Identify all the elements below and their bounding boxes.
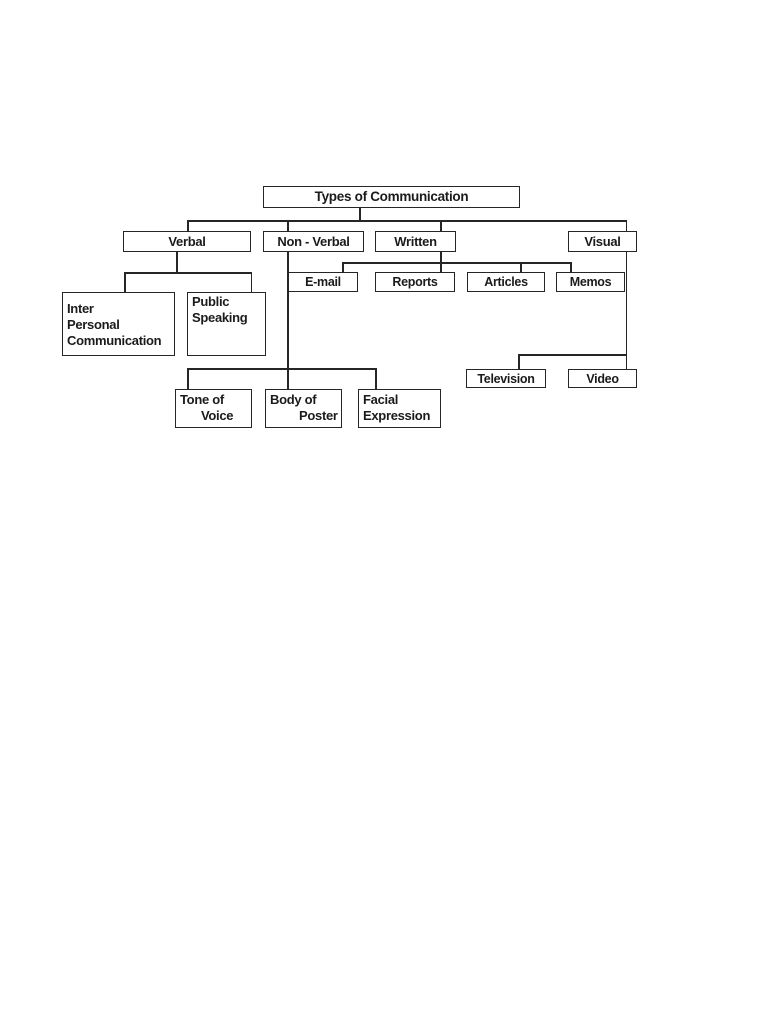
node-label-line: Communication	[67, 333, 162, 348]
node-label: Written	[394, 233, 437, 249]
node-label: Types of Communication	[314, 189, 469, 204]
connector-line	[342, 262, 570, 264]
node-label-line: Tone of	[180, 392, 224, 407]
node-video: Video	[568, 369, 637, 388]
node-public-speaking: Public Speaking	[187, 292, 266, 356]
node-label: Non - Verbal	[277, 233, 350, 249]
node-label-line: Public	[192, 294, 230, 309]
connector-line	[287, 252, 289, 389]
connector-line	[375, 368, 377, 389]
node-tone-of-voice: Tone of Voice	[175, 389, 252, 428]
node-articles: Articles	[467, 272, 545, 292]
node-inter-personal-communication: Inter Personal Communication	[62, 292, 175, 356]
node-label-line: Expression	[363, 408, 431, 423]
node-label: Articles	[484, 275, 528, 289]
node-label-line: Inter	[67, 301, 94, 316]
connector-line	[187, 368, 375, 370]
connector-line	[440, 262, 442, 272]
node-facial-expression: Facial Expression	[358, 389, 441, 428]
node-written: Written	[375, 231, 456, 252]
node-label: Memos	[569, 275, 612, 289]
connector-line	[625, 220, 627, 231]
node-body-of-poster: Body of Poster	[265, 389, 342, 428]
node-label-line: Poster	[299, 408, 338, 423]
connector-line	[570, 262, 572, 272]
node-email: E-mail	[288, 272, 358, 292]
node-reports: Reports	[375, 272, 455, 292]
node-label-line: Body of	[270, 392, 317, 407]
connector-line	[625, 252, 627, 369]
connector-line	[440, 220, 442, 231]
node-label-line: Speaking	[192, 310, 248, 325]
node-visual: Visual	[568, 231, 637, 252]
connector-line	[520, 262, 522, 272]
connector-line	[187, 220, 189, 231]
connector-line	[518, 354, 520, 369]
connector-line	[359, 207, 361, 220]
connector-line	[518, 354, 626, 356]
connector-line	[342, 262, 344, 272]
connector-line	[187, 368, 189, 389]
node-non-verbal: Non - Verbal	[263, 231, 364, 252]
connector-line	[124, 272, 126, 292]
node-television: Television	[466, 369, 546, 388]
node-label-line: Personal	[67, 317, 120, 332]
node-label-line: Voice	[201, 408, 234, 423]
node-label-line: Facial	[363, 392, 399, 407]
connector-line	[287, 220, 289, 231]
node-label: Television	[477, 371, 535, 386]
node-label: Video	[586, 371, 619, 386]
node-types-of-communication: Types of Communication	[263, 186, 520, 208]
connector-line	[250, 272, 252, 292]
node-label: E-mail	[305, 275, 341, 289]
node-memos: Memos	[556, 272, 625, 292]
connector-line	[440, 252, 442, 262]
node-label: Visual	[584, 233, 621, 249]
connector-line	[176, 252, 178, 272]
node-label: Reports	[392, 275, 438, 289]
node-label: Verbal	[168, 233, 206, 249]
connector-line	[124, 272, 252, 274]
node-verbal: Verbal	[123, 231, 251, 252]
connector-line	[187, 220, 627, 222]
